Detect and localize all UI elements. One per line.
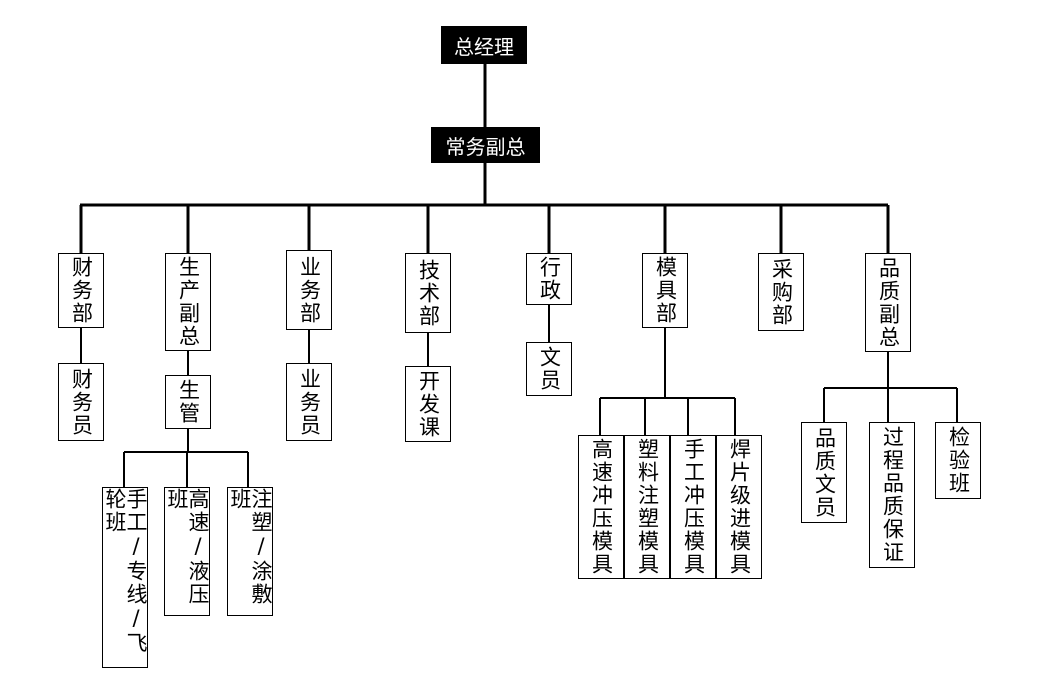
node-production-mgmt-label: 生管 [176, 379, 201, 425]
node-injection-coating-label: 注塑/涂敷班 [228, 488, 273, 606]
node-mold-progressive: 焊片级进模具 [716, 435, 762, 579]
node-mold-highspeed: 高速冲压模具 [578, 435, 624, 579]
node-mold-progressive-label: 焊片级进模具 [727, 438, 752, 576]
node-highspeed-hydraulic: 高速/液压班 [164, 487, 210, 616]
node-evp: 常务副总 [431, 127, 540, 163]
node-mold-manual-label: 手工冲压模具 [681, 438, 706, 576]
node-development: 开发课 [405, 366, 451, 442]
node-admin-clerk: 文员 [526, 342, 572, 396]
node-finance-dept: 财务部 [58, 253, 104, 328]
node-finance-dept-label: 财务部 [69, 256, 94, 325]
node-mold-injection-label: 塑料注塑模具 [635, 438, 660, 576]
node-production-mgmt: 生管 [165, 375, 211, 429]
node-finance-clerk: 财务员 [58, 363, 104, 441]
node-quality-vp: 品质副总 [865, 253, 911, 352]
node-production-vp-label: 生产副总 [176, 256, 201, 348]
node-sales-dept-label: 业务部 [297, 255, 322, 325]
node-highspeed-hydraulic-label: 高速/液压班 [165, 488, 210, 606]
node-admin-clerk-label: 文员 [537, 346, 562, 392]
node-admin-label: 行政 [537, 256, 562, 302]
node-sales-dept: 业务部 [286, 250, 332, 330]
node-manual-line: 手工/专线/飞轮班 [102, 487, 148, 668]
node-purchasing-label: 采购部 [769, 257, 794, 327]
node-injection-coating: 注塑/涂敷班 [227, 487, 273, 616]
node-ceo: 总经理 [441, 26, 527, 64]
node-inspection: 检验班 [935, 422, 981, 499]
node-manual-line-label: 手工/专线/飞轮班 [103, 488, 148, 655]
node-sales-clerk: 业务员 [286, 363, 332, 441]
node-mold-manual: 手工冲压模具 [670, 435, 716, 579]
node-inspection-label: 检验班 [946, 426, 971, 495]
node-mold-injection: 塑料注塑模具 [624, 435, 670, 579]
node-ceo-label: 总经理 [454, 34, 514, 59]
node-sales-clerk-label: 业务员 [297, 367, 322, 437]
node-mold-highspeed-label: 高速冲压模具 [589, 438, 614, 576]
node-purchasing: 采购部 [758, 253, 804, 331]
node-process-qa-label: 过程品质保证 [880, 426, 905, 564]
node-process-qa: 过程品质保证 [869, 422, 915, 568]
node-tech-dept-label: 技术部 [416, 258, 441, 328]
node-evp-label: 常务副总 [445, 134, 526, 159]
node-quality-vp-label: 品质副总 [876, 256, 901, 349]
node-quality-clerk-label: 品质文员 [812, 426, 837, 519]
node-quality-clerk: 品质文员 [801, 422, 847, 523]
node-development-label: 开发课 [416, 369, 441, 439]
node-mold-dept: 模具部 [642, 253, 688, 328]
node-tech-dept: 技术部 [405, 253, 451, 333]
node-admin: 行政 [526, 253, 572, 305]
node-mold-dept-label: 模具部 [653, 256, 678, 325]
node-finance-clerk-label: 财务员 [69, 367, 94, 437]
node-production-vp: 生产副总 [165, 253, 211, 351]
